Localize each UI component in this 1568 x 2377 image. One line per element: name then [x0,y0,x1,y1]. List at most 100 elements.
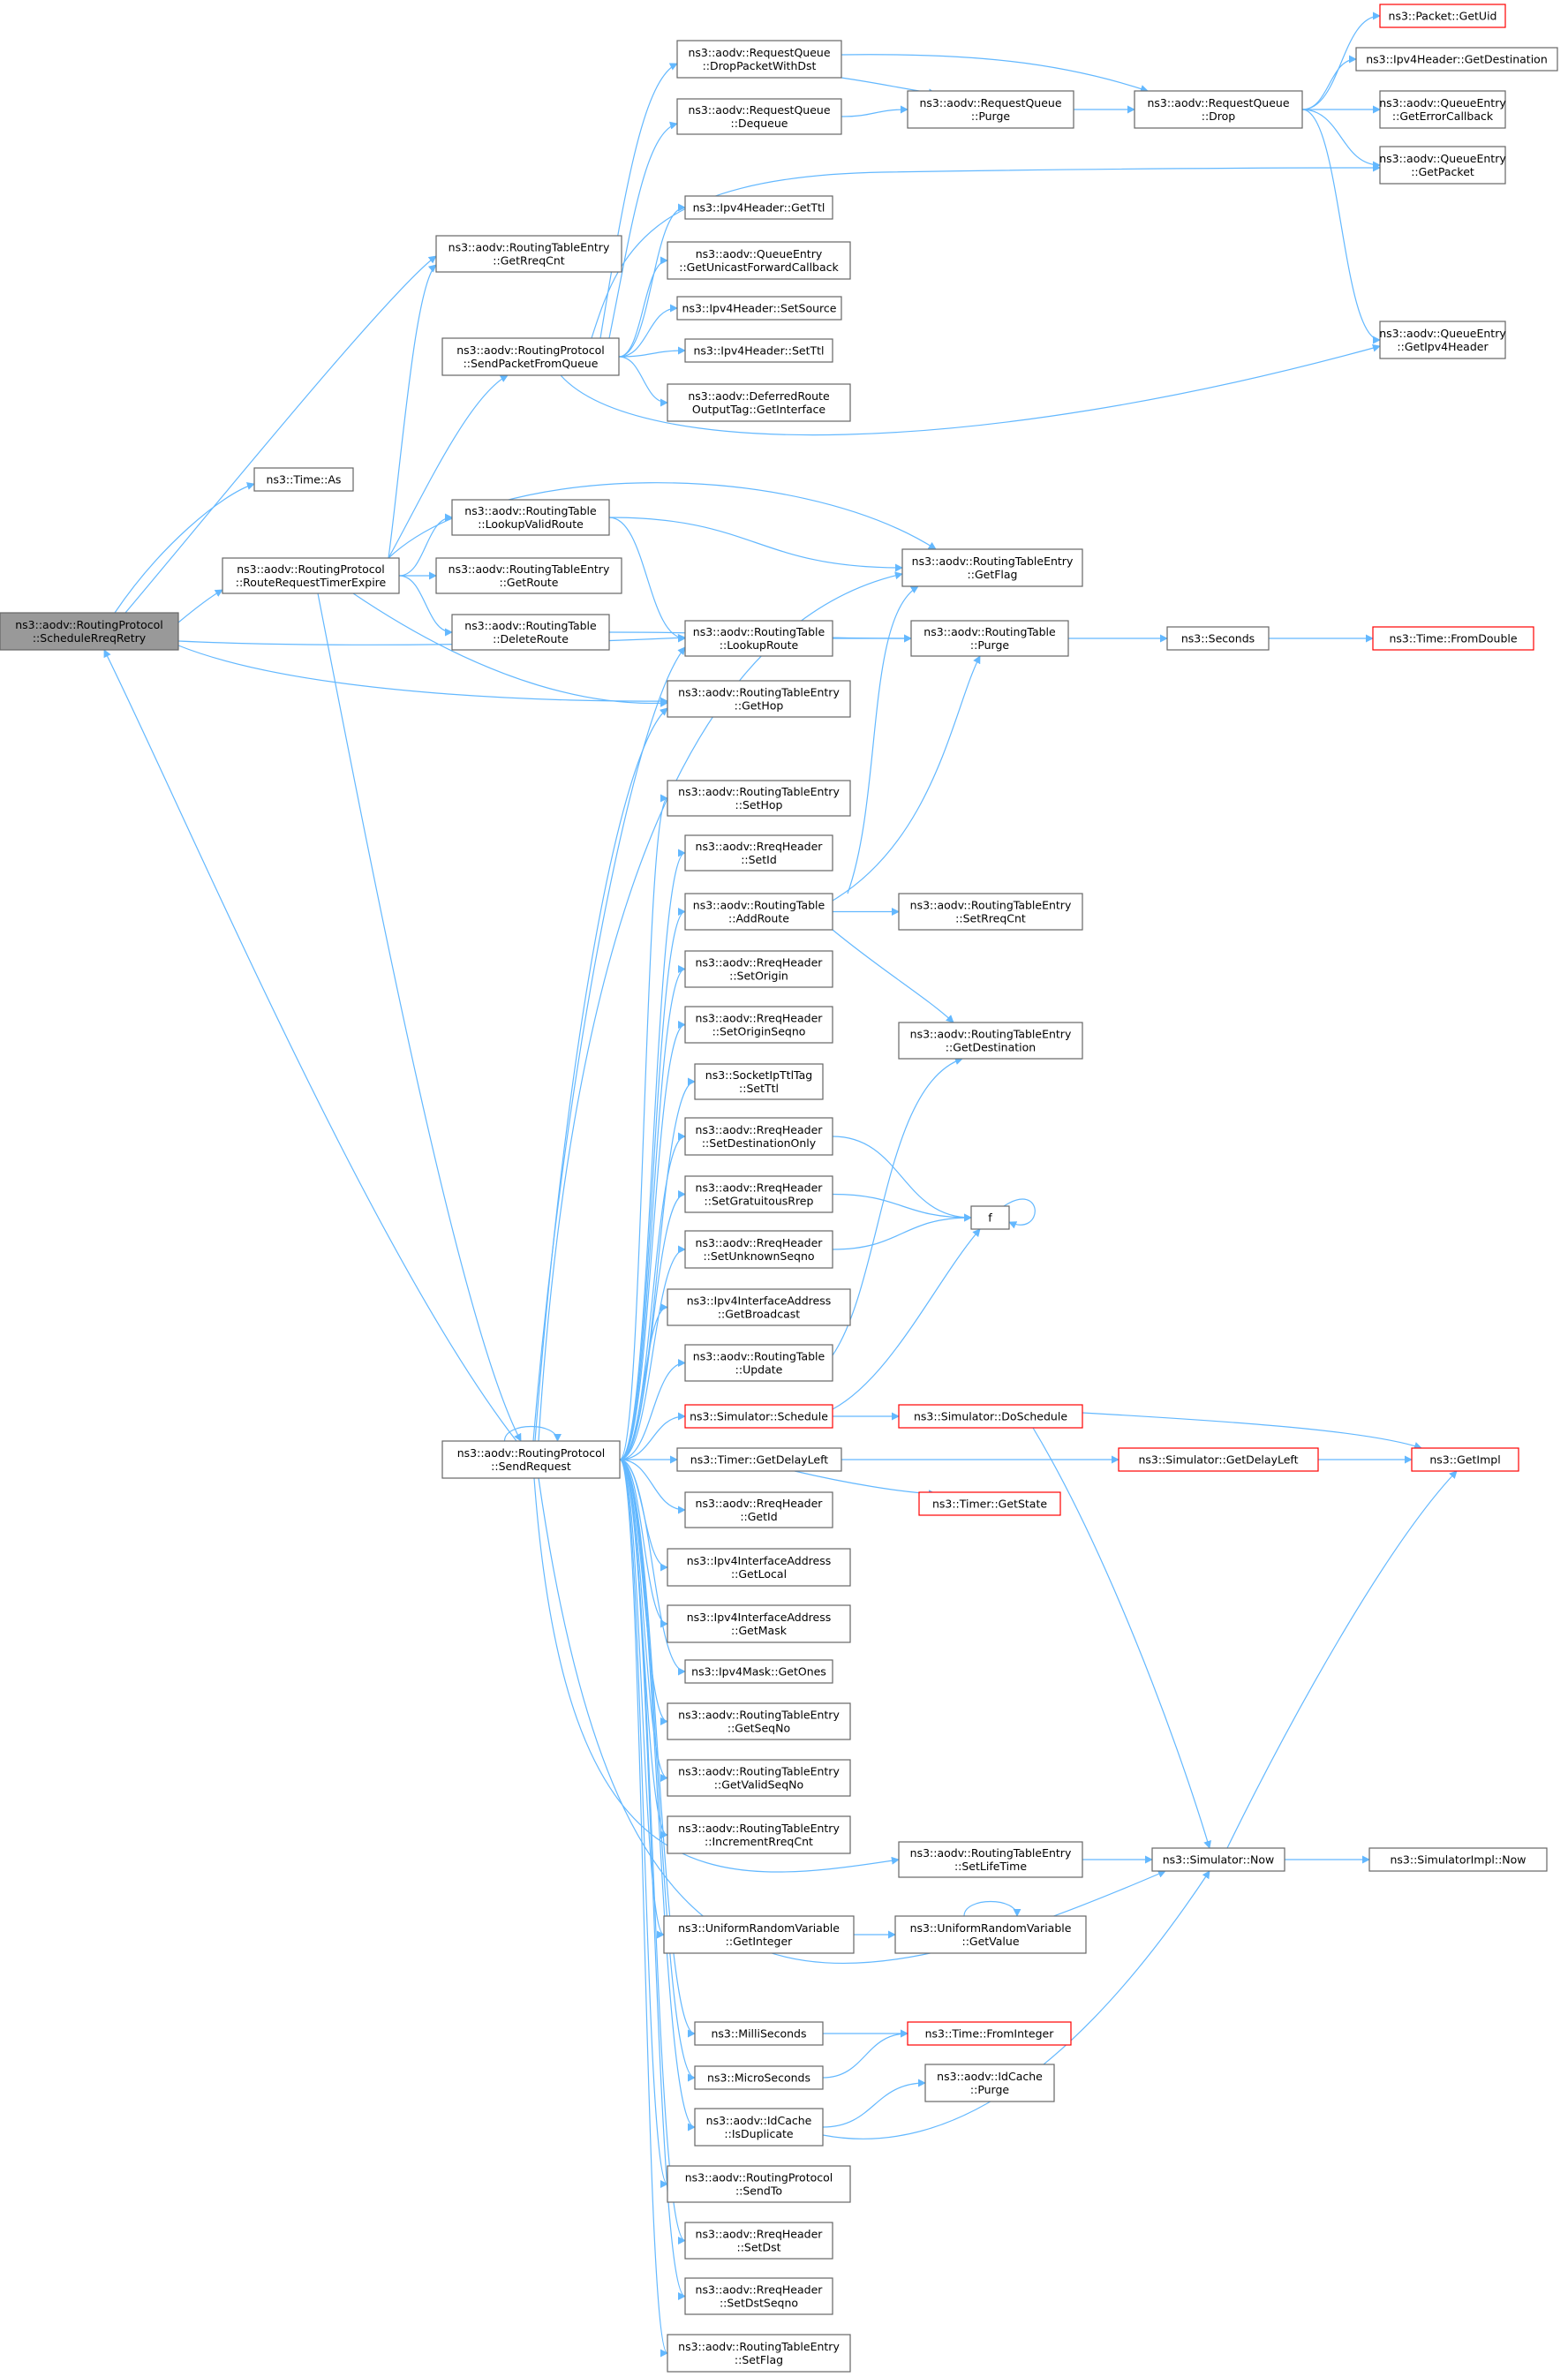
node-purgeRT[interactable]: ns3::aodv::RoutingTable::Purge [910,620,1069,657]
node-gufc[interactable]: ns3::aodv::QueueEntry::GetUnicastForward… [667,241,851,280]
node-getUid[interactable]: ns3::Packet::GetUid [1379,4,1506,28]
node-box [667,1759,851,1797]
node-label: ns3::aodv::RoutingProtocol [685,2171,833,2185]
edge-spfq-to-dpwd [599,63,678,339]
node-getFlag[interactable]: ns3::aodv::RoutingTableEntry::GetFlag [901,548,1083,587]
node-box [1379,321,1506,359]
node-getSeqNo[interactable]: ns3::aodv::RoutingTableEntry::GetSeqNo [667,1702,851,1740]
node-fromInteger[interactable]: ns3::Time::FromInteger [907,2021,1072,2046]
node-seconds[interactable]: ns3::Seconds [1166,626,1270,651]
node-box [1411,1447,1519,1472]
node-rreqGetId[interactable]: ns3::aodv::RreqHeader::GetId [684,1491,833,1528]
node-milli[interactable]: ns3::MilliSeconds [694,2021,824,2046]
node-setId[interactable]: ns3::aodv::RreqHeader::SetId [684,834,833,872]
edge-rqDrop-to-ipv4GetDest [1301,55,1357,110]
node-fromDouble[interactable]: ns3::Time::FromDouble [1372,626,1534,651]
node-idPurge[interactable]: ns3::aodv::IdCache::Purge [924,2064,1055,2102]
node-label: ns3::aodv::RoutingTableEntry [912,555,1074,568]
node-incRreq[interactable]: ns3::aodv::RoutingTableEntry::IncrementR… [667,1815,851,1854]
node-sendTo[interactable]: ns3::aodv::RoutingProtocol::SendTo [667,2165,851,2203]
node-box [684,195,833,220]
node-label: ns3::aodv::RoutingTableEntry [678,1822,840,1835]
node-delRoute[interactable]: ns3::aodv::RoutingTable::DeleteRoute [451,614,610,651]
node-root[interactable]: ns3::aodv::RoutingProtocol::ScheduleRreq… [0,612,179,651]
node-droTag[interactable]: ns3::aodv::DeferredRouteOutputTag::GetIn… [667,383,851,422]
node-timerGetState[interactable]: ns3::Timer::GetState [918,1491,1061,1516]
node-label: ns3::aodv::RoutingProtocol [456,343,605,357]
node-dpwd[interactable]: ns3::aodv::RequestQueue::DropPacketWithD… [676,40,842,79]
edge-sendReq-to-getMask [619,1459,668,1628]
node-setSource[interactable]: ns3::Ipv4Header::SetSource [676,296,842,321]
node-schedule[interactable]: ns3::Simulator::Schedule [684,1404,833,1429]
edge-spfq-to-getTtl [618,203,686,358]
node-getOnes[interactable]: ns3::Ipv4Mask::GetOnes [684,1659,833,1684]
edge-sendReq-to-sendReq [503,1426,562,1442]
node-label: ns3::aodv::RreqHeader [696,1012,824,1025]
node-simNow[interactable]: ns3::Simulator::Now [1151,1847,1285,1872]
node-micro[interactable]: ns3::MicroSeconds [694,2065,824,2090]
node-lookupRoute[interactable]: ns3::aodv::RoutingTable::LookupRoute [684,620,833,657]
node-isDup[interactable]: ns3::aodv::IdCache::IsDuplicate [694,2108,824,2147]
node-getTtl[interactable]: ns3::Ipv4Header::GetTtl [684,195,833,220]
node-rteGetDest[interactable]: ns3::aodv::RoutingTableEntry::GetDestina… [898,1022,1083,1060]
node-getErrCb[interactable]: ns3::aodv::QueueEntry::GetErrorCallback [1379,90,1506,129]
node-ipv4GetDest[interactable]: ns3::Ipv4Header::GetDestination [1355,47,1558,72]
node-f[interactable]: f [970,1205,1010,1230]
node-setLifeTime[interactable]: ns3::aodv::RoutingTableEntry::SetLifeTim… [898,1841,1083,1878]
node-simGDL[interactable]: ns3::Simulator::GetDelayLeft [1118,1447,1319,1472]
edge-sendReq-to-schedule [619,1412,686,1460]
node-label: ns3::UniformRandomVariable [678,1921,840,1935]
node-getBcast[interactable]: ns3::Ipv4InterfaceAddress::GetBroadcast [667,1288,851,1326]
node-label: ::SetDstSeqno [720,2297,798,2310]
node-getValidSeqNo[interactable]: ns3::aodv::RoutingTableEntry::GetValidSe… [667,1759,851,1797]
node-doSchedule[interactable]: ns3::Simulator::DoSchedule [898,1404,1083,1429]
node-getIpv4Hdr[interactable]: ns3::aodv::QueueEntry::GetIpv4Header [1379,321,1506,359]
edge-root-to-getRreqCnt [124,255,437,614]
node-setTtlH[interactable]: ns3::Ipv4Header::SetTtl [684,338,833,363]
node-box [898,1404,1083,1429]
node-timeAs[interactable]: ns3::Time::As [253,467,354,492]
node-urvGetInt[interactable]: ns3::UniformRandomVariable::GetInteger [663,1915,855,1954]
node-setOrigin[interactable]: ns3::aodv::RreqHeader::SetOrigin [684,950,833,988]
node-simImplNow[interactable]: ns3::SimulatorImpl::Now [1368,1847,1548,1872]
node-setOriginSeqno[interactable]: ns3::aodv::RreqHeader::SetOriginSeqno [684,1006,833,1044]
node-getHop[interactable]: ns3::aodv::RoutingTableEntry::GetHop [667,680,851,718]
node-label: ::GetRreqCnt [493,254,565,268]
node-label: ns3::aodv::RoutingTable [923,625,1056,638]
node-dequeue[interactable]: ns3::aodv::RequestQueue::Dequeue [676,98,842,135]
node-spfq[interactable]: ns3::aodv::RoutingProtocol::SendPacketFr… [441,337,620,376]
node-setFlag[interactable]: ns3::aodv::RoutingTableEntry::SetFlag [667,2334,851,2373]
node-setRreqCnt[interactable]: ns3::aodv::RoutingTableEntry::SetRreqCnt [898,893,1083,931]
node-getLocal[interactable]: ns3::Ipv4InterfaceAddress::GetLocal [667,1548,851,1587]
node-sockTtl[interactable]: ns3::SocketIpTtlTag::SetTtl [694,1063,824,1100]
node-setGrat[interactable]: ns3::aodv::RreqHeader::SetGratuitousRrep [684,1175,833,1213]
node-urvGetValue[interactable]: ns3::UniformRandomVariable::GetValue [894,1915,1087,1954]
node-getMask[interactable]: ns3::Ipv4InterfaceAddress::GetMask [667,1604,851,1643]
node-setDst[interactable]: ns3::aodv::RreqHeader::SetDst [684,2222,833,2260]
node-timerGDL[interactable]: ns3::Timer::GetDelayLeft [676,1447,842,1472]
node-label: ns3::aodv::RoutingTableEntry [449,241,610,254]
node-rqDrop[interactable]: ns3::aodv::RequestQueue::Drop [1134,90,1303,129]
node-getImpl[interactable]: ns3::GetImpl [1411,1447,1519,1472]
node-setHop[interactable]: ns3::aodv::RoutingTableEntry::SetHop [667,780,851,817]
node-rrte[interactable]: ns3::aodv::RoutingProtocol::RouteRequest… [222,557,400,594]
node-getRreqCnt[interactable]: ns3::aodv::RoutingTableEntry::GetRreqCnt [435,235,622,273]
node-purgeQ[interactable]: ns3::aodv::RequestQueue::Purge [907,90,1074,129]
node-addRoute[interactable]: ns3::aodv::RoutingTable::AddRoute [684,893,833,931]
node-label: ns3::aodv::QueueEntry [1379,152,1506,165]
node-getPacket[interactable]: ns3::aodv::QueueEntry::GetPacket [1379,146,1506,185]
node-setUnk[interactable]: ns3::aodv::RreqHeader::SetUnknownSeqno [684,1230,833,1269]
node-box [676,1447,842,1472]
node-rteGetRoute[interactable]: ns3::aodv::RoutingTableEntry::GetRoute [435,557,622,594]
node-update[interactable]: ns3::aodv::RoutingTable::Update [684,1344,833,1382]
node-label: ns3::Simulator::Now [1163,1853,1275,1867]
node-setDstSeqno[interactable]: ns3::aodv::RreqHeader::SetDstSeqno [684,2277,833,2315]
node-label: f [988,1211,992,1225]
node-box [898,1841,1083,1878]
node-label: ns3::aodv::RoutingProtocol [457,1446,606,1460]
edge-setDestOnly-to-f [832,1136,972,1222]
node-lvr[interactable]: ns3::aodv::RoutingTable::LookupValidRout… [451,499,610,536]
node-setDestOnly[interactable]: ns3::aodv::RreqHeader::SetDestinationOnl… [684,1117,833,1156]
node-sendReq[interactable]: ns3::aodv::RoutingProtocol::SendRequest [441,1440,621,1479]
node-label: ::GetBroadcast [718,1308,800,1321]
